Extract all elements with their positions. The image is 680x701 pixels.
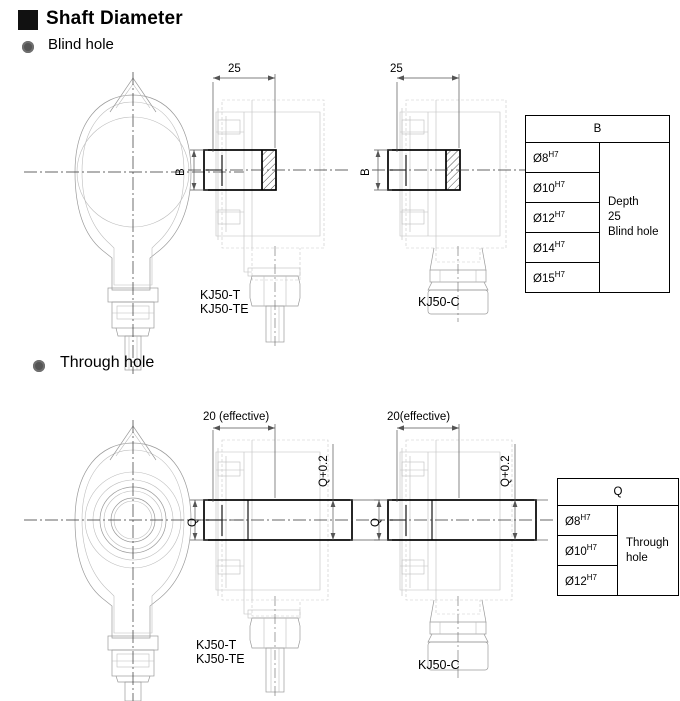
through-hole-section-label: Through hole (60, 354, 155, 371)
blind-hole-bullet-icon (22, 41, 34, 53)
dimension-bore-through-c: Q (370, 518, 382, 527)
tolerance-value: H7 (554, 180, 565, 190)
table-row: Ø8H7 Through hole (557, 505, 679, 596)
part-label-kj50c-through: KJ50-C (418, 658, 460, 672)
tolerance-value: H7 (580, 513, 591, 523)
table-cell-note: Through hole (617, 505, 679, 596)
diameter-value: Ø10 (565, 545, 587, 558)
diameter-value: Ø12 (533, 212, 555, 225)
table-header-b: B (525, 115, 670, 143)
section-marker-icon (18, 10, 38, 30)
blind-hole-spec-table: B Ø8H7 Depth 25 Blind hole Ø10H7 Ø12H7 Ø… (525, 115, 670, 293)
diameter-value: Ø8 (533, 152, 549, 165)
tolerance-value: H7 (586, 573, 597, 583)
table-cell-diameter: Ø15H7 (525, 262, 600, 293)
blind-side-view-kj50c (372, 74, 530, 322)
diameter-value: Ø15 (533, 272, 555, 285)
table-header-row: Q (557, 478, 679, 506)
blind-front-view (24, 72, 244, 374)
table-row: Ø14H7 (525, 232, 670, 263)
diameter-value: Ø10 (533, 182, 555, 195)
dimension-bore-blind-c: B (360, 168, 372, 176)
table-cell-diameter: Ø12H7 (557, 565, 618, 596)
tolerance-value: H7 (554, 240, 565, 250)
dimension-overall-through-c: Q+0.2 (500, 455, 512, 487)
part-label-kj50t-blind: KJ50-T KJ50-TE (200, 288, 249, 316)
tolerance-value: H7 (554, 270, 565, 280)
diameter-value: Ø8 (565, 515, 581, 528)
blind-hole-section-label: Blind hole (48, 36, 114, 53)
table-row: Ø12H7 (557, 565, 679, 596)
table-cell-diameter: Ø14H7 (525, 232, 600, 263)
diameter-value: Ø14 (533, 242, 555, 255)
tolerance-value: H7 (548, 150, 559, 160)
table-row: Ø10H7 (557, 535, 679, 566)
tolerance-value: H7 (586, 543, 597, 553)
table-cell-diameter: Ø10H7 (557, 535, 618, 566)
dimension-length-through-t: 20 (effective) (203, 411, 270, 423)
part-label-kj50t-through: KJ50-T KJ50-TE (196, 638, 245, 666)
dimension-length-blind-c: 25 (390, 63, 403, 75)
dimension-length-through-c: 20(effective) (387, 411, 451, 423)
dimension-length-blind-t: 25 (228, 63, 241, 75)
tolerance-value: H7 (554, 210, 565, 220)
table-cell-diameter: Ø8H7 (525, 142, 600, 173)
table-header-q: Q (557, 478, 679, 506)
dimension-overall-through-t: Q+0.2 (318, 455, 330, 487)
through-hole-bullet-icon (33, 360, 45, 372)
dimension-bore-blind-t: B (175, 168, 187, 176)
page-title: Shaft Diameter (46, 8, 183, 29)
table-cell-note: Depth 25 Blind hole (599, 142, 670, 293)
through-side-view-kj50c (372, 424, 556, 678)
table-cell-diameter: Ø12H7 (525, 202, 600, 233)
table-cell-diameter: Ø8H7 (557, 505, 618, 536)
table-row: Ø15H7 (525, 262, 670, 293)
diameter-value: Ø12 (565, 575, 587, 588)
part-label-kj50c-blind: KJ50-C (418, 295, 460, 309)
table-header-row: B (525, 115, 670, 143)
table-row: Ø8H7 Depth 25 Blind hole (525, 142, 670, 293)
through-hole-spec-table: Q Ø8H7 Through hole Ø10H7 Ø12H7 (557, 478, 679, 596)
table-cell-diameter: Ø10H7 (525, 172, 600, 203)
dimension-bore-through-t: Q (187, 518, 199, 527)
